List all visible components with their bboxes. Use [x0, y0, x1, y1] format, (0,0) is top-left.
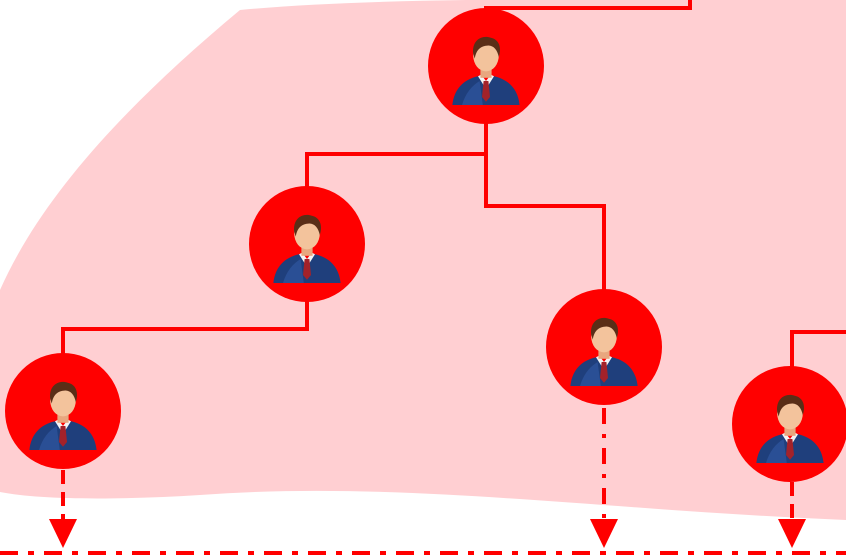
arrowhead-bottom-left — [49, 519, 77, 548]
node-person-bottom-left[interactable] — [5, 353, 121, 469]
connector-top-to-middle-left — [305, 115, 488, 192]
connector-from-right — [790, 330, 846, 370]
node-person-bottom-right[interactable] — [732, 366, 846, 482]
arrowhead-bottom-middle — [590, 519, 618, 548]
arrowhead-bottom-right — [778, 519, 806, 548]
arrowheads — [49, 519, 806, 548]
node-person-bottom-middle[interactable] — [546, 289, 662, 405]
connector-middle-left-to-bottom-left — [61, 300, 309, 355]
highlight-region — [0, 0, 846, 520]
node-person-middle-left[interactable] — [249, 186, 365, 302]
connector-top-to-bottom-middle — [484, 154, 606, 292]
down-connectors — [61, 408, 794, 520]
node-person-top[interactable] — [428, 8, 544, 124]
